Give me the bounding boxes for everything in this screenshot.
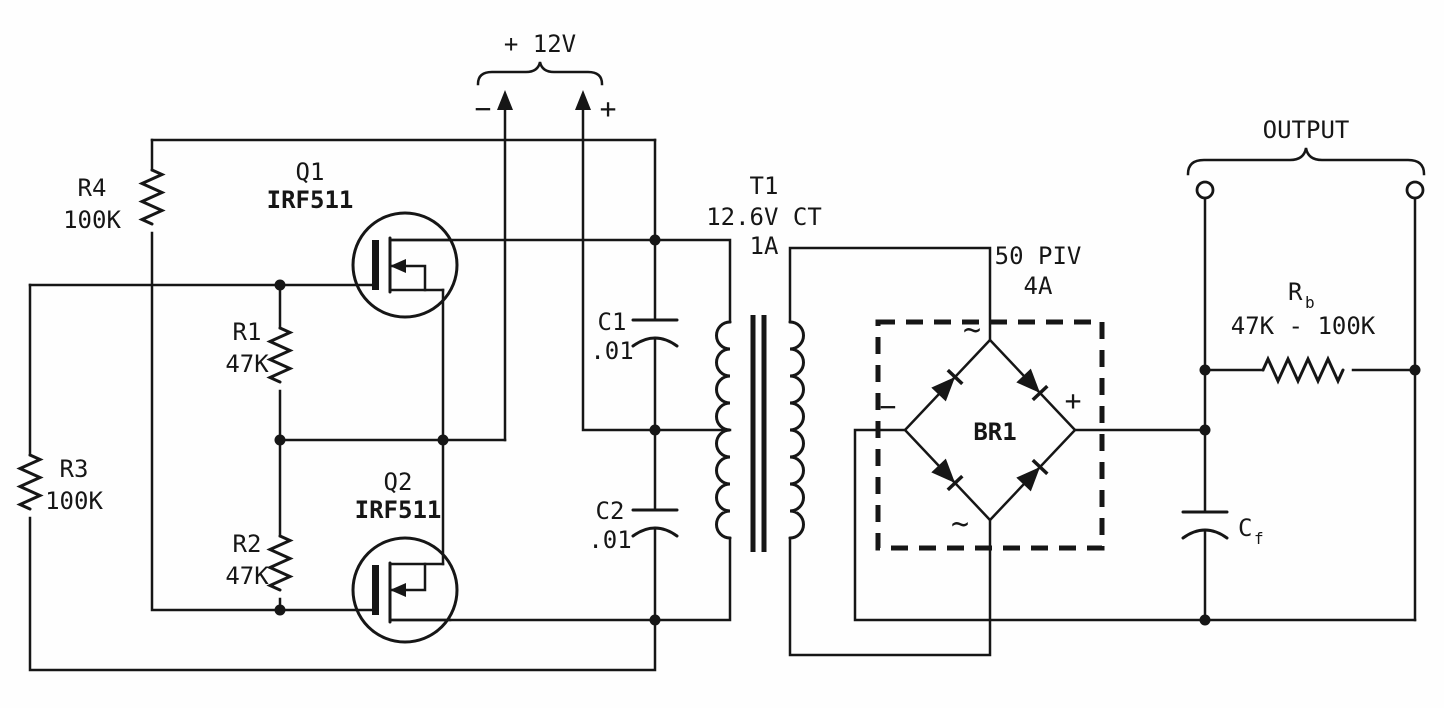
br1-piv-label: 50 PIV [995, 242, 1082, 270]
q1-channel-arrow-icon [390, 259, 406, 273]
junction-dots [274, 234, 1421, 626]
resistor-r1: R1 47K [225, 318, 294, 384]
q2-channel-arrow-icon [390, 583, 406, 597]
output-terminal-right [1405, 180, 1425, 200]
cf-ref-subscript: f [1254, 529, 1264, 548]
q2-ref-label: Q2 [384, 468, 413, 496]
r1-ref-label: R1 [233, 318, 262, 346]
output-section: OUTPUT [1186, 116, 1426, 200]
br1-diode-top-right [1016, 368, 1049, 402]
t1-core [750, 315, 767, 552]
transformer-t1: T1 12.6V CT 1A [706, 172, 822, 552]
rb-value-label: 47K - 100K [1231, 312, 1376, 340]
cf-ref-label: C [1238, 514, 1252, 542]
supply-minus-arrow-icon [497, 90, 513, 110]
wires [28, 102, 1417, 672]
resistor-rb: R b 47K - 100K [1231, 278, 1376, 385]
q2-part-label: IRF511 [355, 496, 442, 524]
t1-secondary-winding [788, 320, 805, 540]
supply-minus-label: − [475, 92, 492, 125]
r2-ref-label: R2 [233, 530, 262, 558]
c2-value-label: .01 [588, 526, 631, 554]
supply-plus-label: + [600, 92, 617, 125]
br1-ac-bottom-label: ~ [951, 507, 969, 542]
br1-diode-bottom-left [931, 458, 964, 492]
output-label: OUTPUT [1263, 116, 1350, 144]
supply-plus-arrow-icon [575, 90, 591, 110]
br1-plus-label: + [1065, 384, 1082, 417]
mosfet-q1: Q1 IRF511 [267, 158, 459, 319]
capacitor-c2: C2 .01 [588, 497, 679, 554]
t1-current-label: 1A [750, 232, 779, 260]
br1-dashed-enclosure [875, 319, 1105, 551]
r4-value-label: 100K [63, 206, 121, 234]
t1-primary-winding [715, 320, 732, 540]
br1-diode-top-left [931, 368, 964, 402]
mosfet-q2: Q2 IRF511 [351, 468, 459, 644]
br1-diode-bottom-right [1016, 458, 1049, 492]
bridge-rectifier-br1: BR1 ~ ~ − + 50 PIV 4A [875, 242, 1105, 551]
resistor-r2: R2 47K [225, 530, 294, 592]
q2-gate-bar [372, 565, 379, 615]
q1-gate-bar [372, 240, 379, 290]
q1-ref-label: Q1 [296, 158, 325, 186]
capacitor-cf: C f [1181, 510, 1264, 548]
br1-ac-top-label: ~ [963, 313, 981, 348]
r3-value-label: 100K [45, 487, 103, 515]
supply-voltage-label: + 12V [504, 30, 576, 58]
c2-ref-label: C2 [596, 497, 625, 525]
c1-value-label: .01 [590, 337, 633, 365]
br1-ref-label: BR1 [973, 418, 1016, 446]
r1-value-label: 47K [225, 350, 269, 378]
r4-ref-label: R4 [78, 174, 107, 202]
output-terminal-left [1195, 180, 1215, 200]
t1-voltage-label: 12.6V CT [706, 203, 822, 231]
c1-ref-label: C1 [598, 308, 627, 336]
resistor-r4: R4 100K [63, 168, 166, 234]
capacitor-c1: C1 .01 [590, 308, 679, 365]
r3-ref-label: R3 [60, 455, 89, 483]
power-supply-input: + 12V − + [475, 30, 617, 125]
rb-ref-label: R [1288, 278, 1303, 306]
rb-ref-subscript: b [1305, 293, 1315, 312]
supply-brace [476, 61, 604, 86]
br1-minus-label: − [880, 390, 897, 423]
r2-value-label: 47K [225, 562, 269, 590]
resistor-r3: R3 100K [16, 453, 103, 515]
q1-part-label: IRF511 [267, 186, 354, 214]
br1-current-label: 4A [1024, 272, 1053, 300]
output-brace [1186, 147, 1426, 176]
t1-ref-label: T1 [750, 172, 779, 200]
